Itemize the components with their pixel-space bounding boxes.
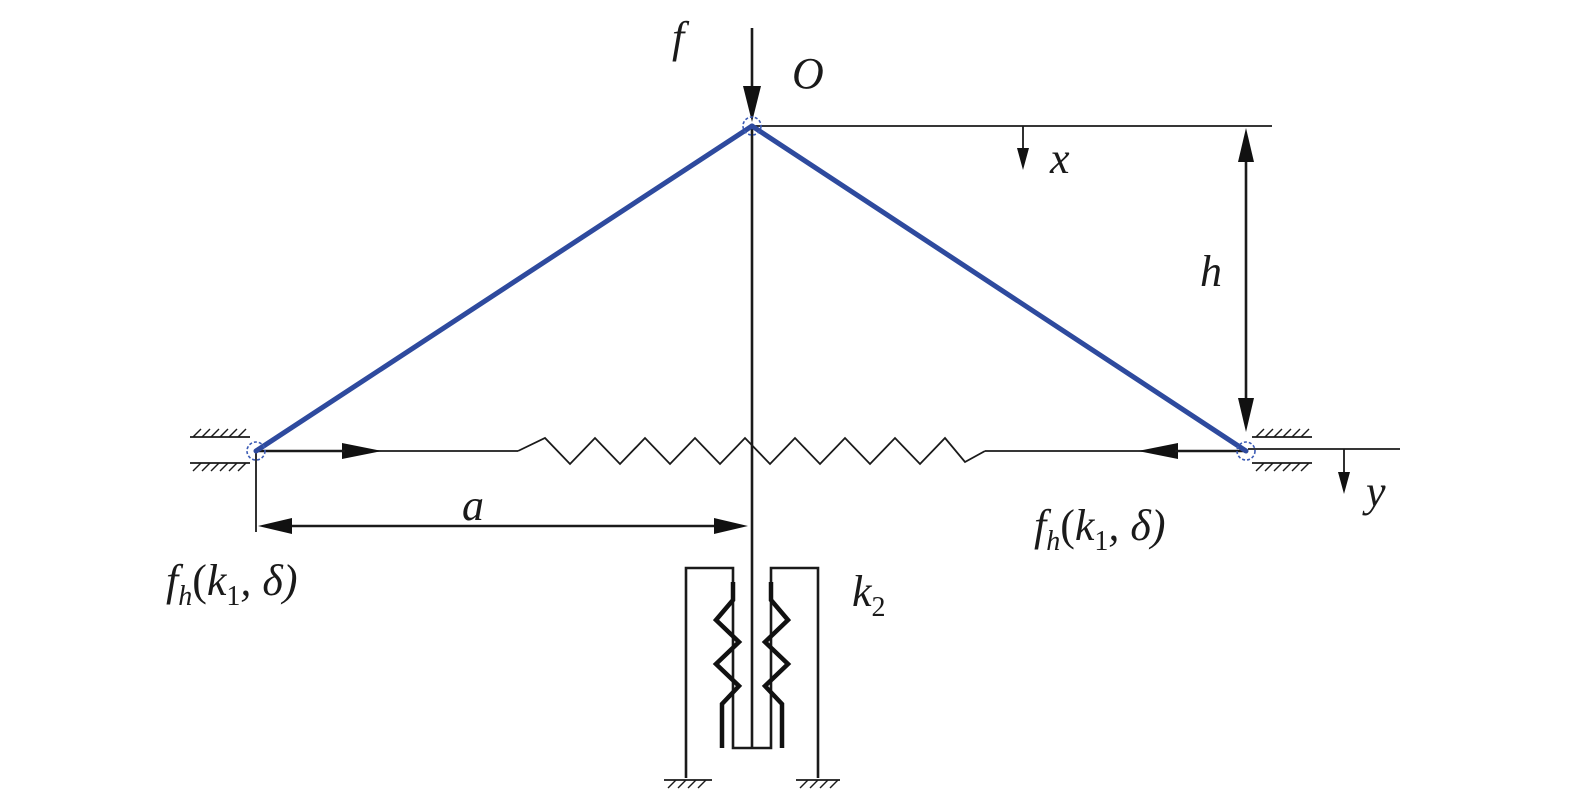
right-slider-guide (1252, 428, 1312, 472)
x-axis-label: x (1049, 134, 1070, 183)
force-arrow (743, 28, 761, 122)
x-axis-arrow (1017, 126, 1029, 170)
half-span-label: a (462, 481, 484, 530)
horizontal-force-left-label: fh(k1, δ) (166, 556, 298, 612)
force-label: f (672, 13, 690, 62)
vertical-spring-right (761, 582, 792, 748)
top-hinge (742, 116, 762, 136)
half-span-dimension (255, 452, 748, 534)
height-dimension (1238, 128, 1254, 432)
vertical-spring-label: k2 (852, 567, 886, 623)
right-hinge (1236, 441, 1256, 461)
right-link (749, 123, 1249, 454)
right-force-arrowhead (1138, 443, 1178, 459)
vertical-spring-left (712, 582, 743, 748)
y-axis-label: y (1362, 467, 1386, 516)
vertical-spring-housing (664, 566, 840, 789)
left-force-arrowhead (342, 443, 382, 459)
left-hinge (246, 441, 266, 461)
left-slider-guide (190, 428, 250, 472)
horizontal-force-right-label: fh(k1, δ) (1034, 501, 1166, 557)
origin-label: O (792, 49, 824, 98)
height-label: h (1200, 247, 1222, 296)
y-axis-arrow (1338, 449, 1350, 494)
left-link (253, 123, 755, 454)
